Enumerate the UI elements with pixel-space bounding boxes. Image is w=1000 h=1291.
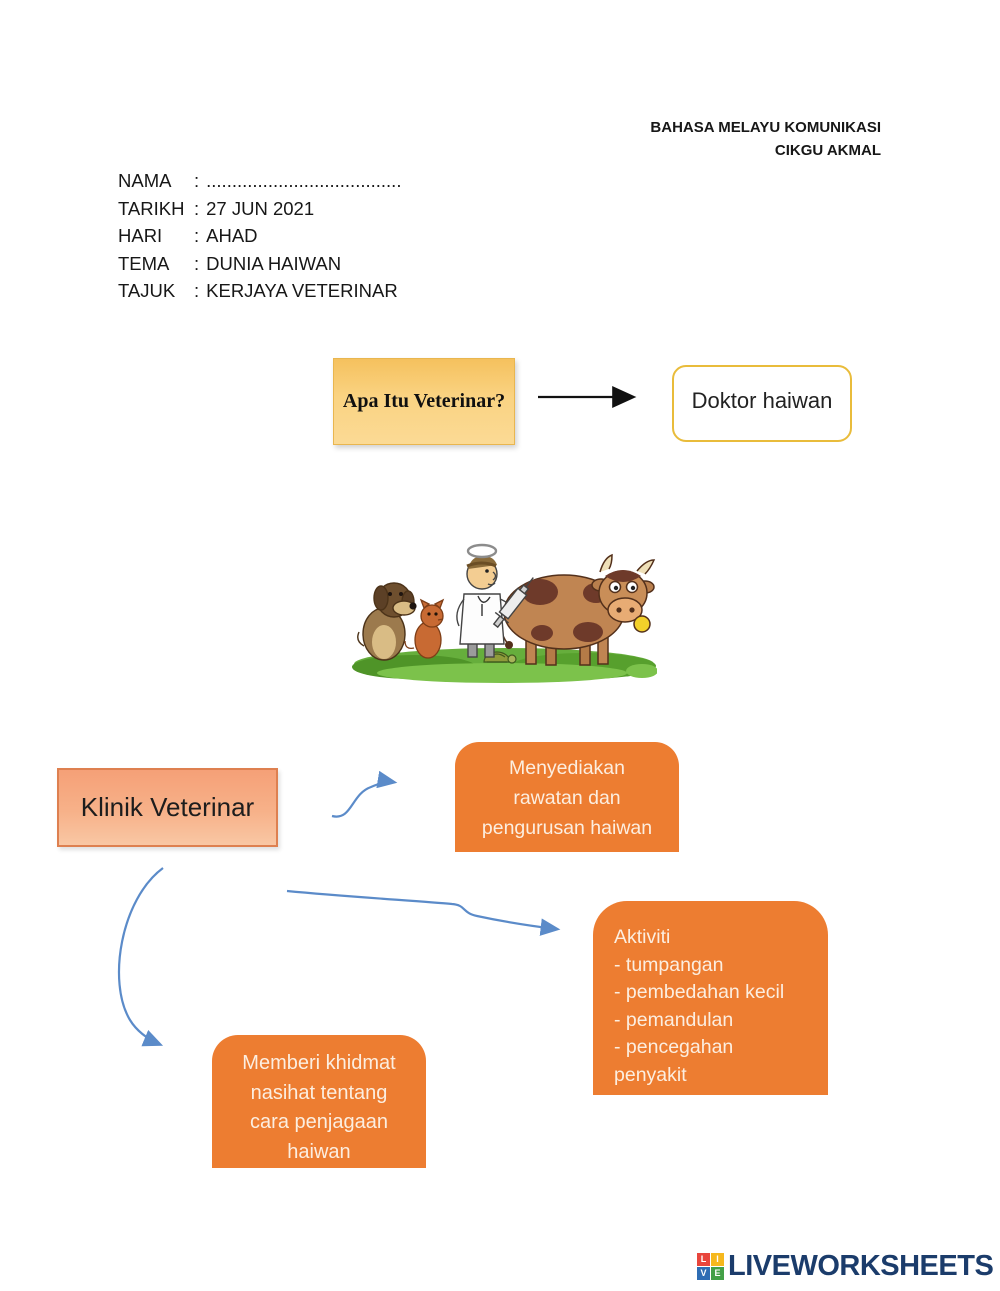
syringe	[492, 577, 534, 629]
liveworksheets-wordmark: LIVEWORKSHEETS	[728, 1250, 994, 1282]
nama-answer-line[interactable]: ......................................	[206, 170, 402, 191]
advice-line: haiwan	[287, 1140, 351, 1163]
blue-arrow-root-to-activities	[286, 889, 561, 936]
colon: :	[194, 280, 200, 301]
tema-value: DUNIA HAIWAN	[206, 252, 342, 274]
question-text: Apa Itu Veterinar?	[342, 390, 506, 412]
colon: :	[194, 252, 200, 274]
care-line: pengurusan haiwan	[481, 817, 653, 839]
root-text: Klinik Veterinar	[80, 792, 255, 822]
hari-value: AHAD	[206, 225, 258, 246]
form-row-tema: TEMA: DUNIA HAIWAN	[118, 250, 401, 278]
activity-item: - pencegahan	[614, 1036, 734, 1058]
logo-tile-i: I	[711, 1253, 724, 1266]
teacher-name: CIKGU AKMAL	[774, 142, 881, 159]
form-row-tarikh: TARIKH:27 JUN 2021	[118, 195, 401, 223]
dog	[357, 582, 417, 661]
tajuk-value: KERJAYA VETERINAR	[206, 280, 398, 301]
liveworksheets-logo[interactable]: L I V E LIVEWORKSHEETS	[697, 1250, 994, 1283]
cat	[404, 598, 445, 659]
logo-tile-v: V	[697, 1267, 710, 1280]
logo-tile-l: L	[697, 1253, 710, 1266]
answer-text: Doktor haiwan	[691, 388, 833, 413]
form-row-hari: HARI: AHAD	[118, 222, 401, 250]
mindmap-node-care: Menyediakan rawatan dan pengurusan haiwa…	[455, 742, 679, 852]
advice-line: Memberi khidmat	[242, 1052, 396, 1074]
veterinarian	[456, 543, 534, 658]
care-line: rawatan dan	[513, 787, 621, 809]
mindmap-root-box: Klinik Veterinar	[57, 768, 278, 847]
tarikh-value: 27 JUN 2021	[206, 197, 315, 219]
advice-line: cara penjagaan	[250, 1111, 388, 1133]
vet-animals-image	[352, 543, 657, 683]
subject-title: BAHASA MELAYU KOMUNIKASI	[650, 119, 881, 136]
tajuk-label: TAJUK	[118, 280, 176, 301]
activity-item: - pemandulan	[614, 1008, 734, 1031]
mindmap-node-activities: Aktiviti - tumpangan - pembedahan kecil …	[593, 901, 828, 1095]
activities-title: Aktiviti	[614, 926, 671, 948]
nama-label: NAMA	[118, 170, 172, 191]
hari-label: HARI	[118, 225, 163, 246]
form-row-tajuk: TAJUK: KERJAYA VETERINAR	[118, 277, 401, 305]
blue-arrow-root-to-care	[331, 770, 398, 818]
colon: :	[194, 197, 200, 219]
mindmap-node-advice: Memberi khidmat nasihat tentang cara pen…	[212, 1035, 426, 1168]
liveworksheets-tiles-icon: L I V E	[697, 1253, 724, 1280]
advice-line: nasihat tentang	[250, 1081, 388, 1104]
care-line: Menyediakan	[509, 757, 625, 779]
colon: :	[194, 170, 200, 191]
student-info-form: NAMA:...................................…	[118, 167, 401, 305]
answer-box: Doktor haiwan	[672, 365, 852, 442]
tarikh-label: TARIKH	[118, 197, 185, 219]
form-row-nama: NAMA:...................................…	[118, 167, 401, 195]
activity-item: - tumpangan	[614, 953, 724, 976]
tema-label: TEMA	[118, 252, 170, 274]
header-credit: BAHASA MELAYU KOMUNIKASI CIKGU AKMAL	[650, 116, 881, 162]
activity-item: - pembedahan kecil	[614, 981, 785, 1003]
activity-item: penyakit	[614, 1063, 687, 1086]
logo-tile-e: E	[711, 1267, 724, 1280]
question-box: Apa Itu Veterinar?	[333, 358, 515, 445]
blue-arrow-root-to-advice	[118, 867, 164, 1047]
colon: :	[194, 225, 200, 246]
